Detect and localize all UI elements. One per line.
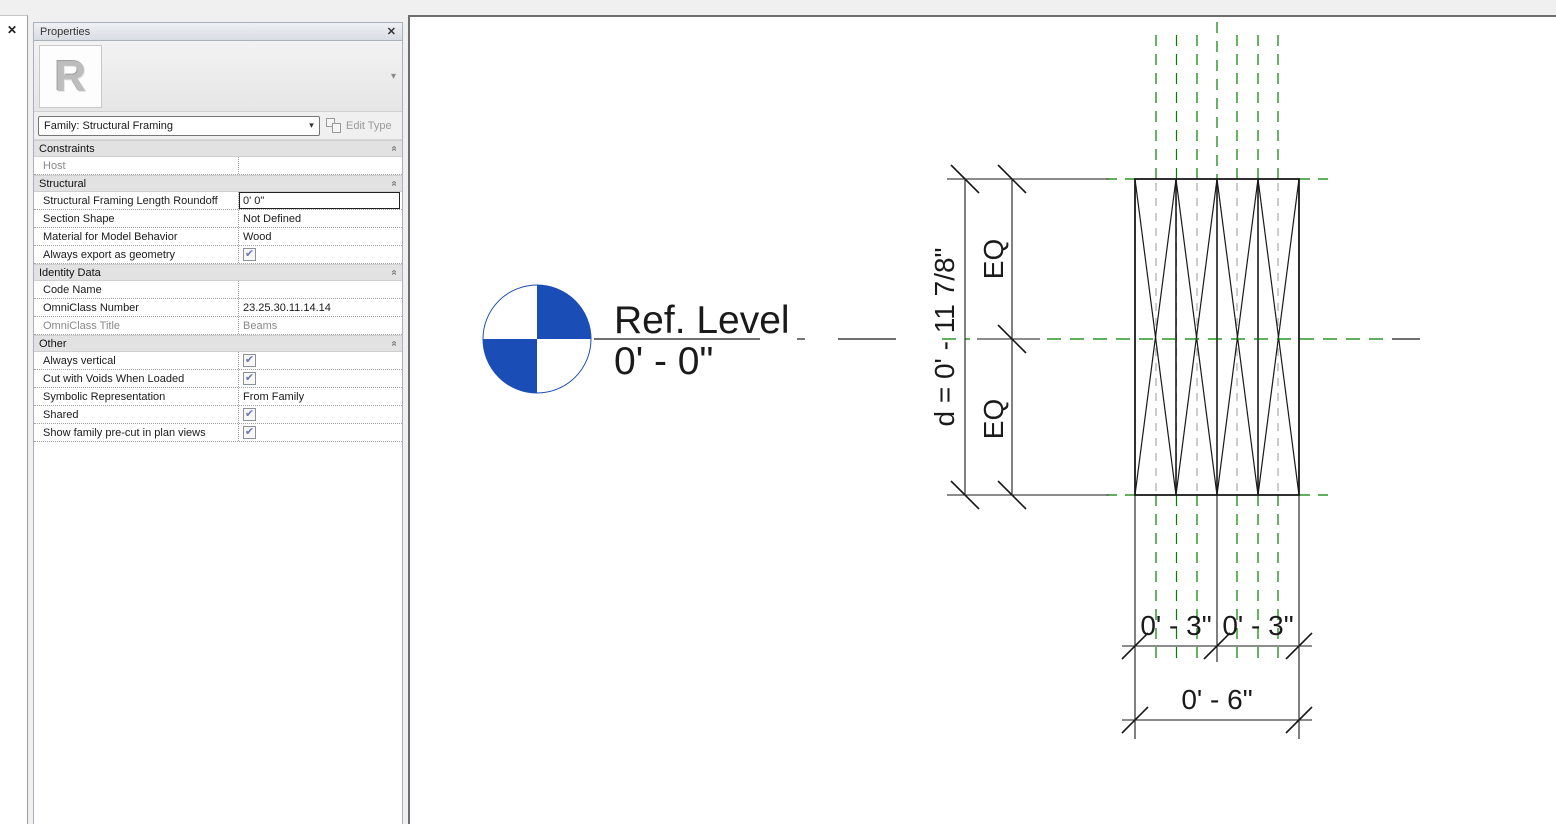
eq-bottom-text[interactable]: EQ bbox=[978, 399, 1009, 439]
property-row-length-roundoff[interactable]: Structural Framing Length Roundoff 0' 0" bbox=[34, 192, 402, 210]
property-row-always-vertical[interactable]: Always vertical ✔ bbox=[34, 352, 402, 370]
level-name-text[interactable]: Ref. Level bbox=[614, 299, 790, 342]
properties-panel: Properties ✕ R ▾ Family: Structural Fram… bbox=[33, 22, 403, 824]
close-icon[interactable]: ✕ bbox=[7, 23, 18, 37]
property-value bbox=[238, 281, 402, 298]
cross-bracing-diagonals bbox=[1134, 178, 1300, 496]
section-header-other[interactable]: Other » bbox=[34, 335, 402, 352]
collapsed-panel-strip: ✕ bbox=[0, 15, 28, 824]
type-preview-area: R ▾ bbox=[34, 41, 402, 112]
edit-type-label: Edit Type bbox=[346, 119, 392, 132]
checkbox-checked[interactable]: ✔ bbox=[243, 372, 256, 385]
property-row-cut-with-voids[interactable]: Cut with Voids When Loaded ✔ bbox=[34, 370, 402, 388]
collapse-icon[interactable]: » bbox=[388, 340, 400, 347]
width-right-text[interactable]: 0' - 3" bbox=[1222, 610, 1293, 641]
chevron-down-icon: ▾ bbox=[309, 120, 314, 130]
properties-title: Properties bbox=[40, 25, 91, 38]
chevron-down-icon[interactable]: ▾ bbox=[390, 71, 396, 82]
revit-logo-icon: R bbox=[54, 51, 87, 101]
section-header-structural[interactable]: Structural » bbox=[34, 175, 402, 192]
width-total-text[interactable]: 0' - 6" bbox=[1181, 684, 1252, 715]
family-thumbnail: R bbox=[39, 45, 102, 108]
dimension-ticks bbox=[1121, 632, 1313, 734]
collapse-icon[interactable]: » bbox=[388, 145, 400, 152]
edit-type-icon bbox=[326, 118, 342, 133]
dimension-ticks bbox=[950, 164, 980, 510]
level-head-icon[interactable] bbox=[482, 284, 592, 394]
width-left-text[interactable]: 0' - 3" bbox=[1140, 610, 1211, 641]
property-row-material-behavior[interactable]: Material for Model Behavior Wood bbox=[34, 228, 402, 246]
property-value: Wood bbox=[238, 228, 402, 245]
checkbox-checked[interactable]: ✔ bbox=[243, 408, 256, 421]
property-value: From Family bbox=[238, 388, 402, 405]
collapse-icon[interactable]: » bbox=[388, 269, 400, 276]
family-type-selector[interactable]: Family: Structural Framing ▾ bbox=[38, 115, 320, 136]
horizontal-reference-plane-stubs[interactable] bbox=[1106, 178, 1328, 496]
drawing-canvas[interactable]: Ref. Level 0' - 0" d = 0' - 11 7/8" EQ E… bbox=[408, 15, 1556, 824]
property-value: Not Defined bbox=[238, 210, 402, 227]
properties-titlebar[interactable]: Properties ✕ bbox=[34, 23, 402, 41]
eq-top-text[interactable]: EQ bbox=[978, 239, 1009, 279]
section-header-identity-data[interactable]: Identity Data » bbox=[34, 264, 402, 281]
property-value: 23.25.30.11.14.14 bbox=[238, 299, 402, 316]
value-edit-field[interactable]: 0' 0" bbox=[239, 192, 400, 209]
property-row-shared[interactable]: Shared ✔ bbox=[34, 406, 402, 424]
property-value bbox=[238, 157, 402, 174]
close-icon[interactable]: ✕ bbox=[386, 26, 396, 38]
dimension-ticks bbox=[997, 164, 1027, 510]
section-header-constraints[interactable]: Constraints » bbox=[34, 140, 402, 157]
checkbox-checked[interactable]: ✔ bbox=[243, 248, 256, 261]
width-dimensions[interactable]: 0' - 3" 0' - 3" 0' - 6" bbox=[1121, 495, 1313, 739]
property-row-symbolic-representation[interactable]: Symbolic Representation From Family bbox=[34, 388, 402, 406]
checkbox-checked[interactable]: ✔ bbox=[243, 426, 256, 439]
property-row-show-precut[interactable]: Show family pre-cut in plan views ✔ bbox=[34, 424, 402, 442]
depth-dimension[interactable]: d = 0' - 11 7/8" bbox=[929, 164, 1109, 510]
beam-section-geometry[interactable] bbox=[1134, 178, 1300, 496]
property-row-host[interactable]: Host bbox=[34, 157, 402, 175]
property-row-code-name[interactable]: Code Name bbox=[34, 281, 402, 299]
depth-dimension-text[interactable]: d = 0' - 11 7/8" bbox=[929, 248, 960, 427]
collapse-icon[interactable]: » bbox=[388, 180, 400, 187]
property-row-omniclass-title[interactable]: OmniClass Title Beams bbox=[34, 317, 402, 335]
property-row-always-export[interactable]: Always export as geometry ✔ bbox=[34, 246, 402, 264]
type-selector-row: Family: Structural Framing ▾ Edit Type bbox=[34, 112, 402, 140]
family-type-value: Family: Structural Framing bbox=[44, 119, 173, 132]
checkbox-checked[interactable]: ✔ bbox=[243, 354, 256, 367]
properties-grid: Constraints » Host Structural » Structur… bbox=[34, 140, 402, 442]
level-elevation-text[interactable]: 0' - 0" bbox=[614, 340, 713, 383]
vertical-reference-planes-below[interactable] bbox=[1155, 495, 1279, 660]
property-row-omniclass-number[interactable]: OmniClass Number 23.25.30.11.14.14 bbox=[34, 299, 402, 317]
property-value: Beams bbox=[238, 317, 402, 334]
edit-type-button[interactable]: Edit Type bbox=[326, 118, 392, 133]
family-elevation-view[interactable]: Ref. Level 0' - 0" d = 0' - 11 7/8" EQ E… bbox=[410, 17, 1556, 824]
vertical-reference-planes-above[interactable] bbox=[1155, 22, 1279, 179]
level-line[interactable]: Ref. Level 0' - 0" bbox=[482, 284, 1420, 394]
eq-dimension[interactable]: EQ EQ bbox=[977, 164, 1040, 510]
property-row-section-shape[interactable]: Section Shape Not Defined bbox=[34, 210, 402, 228]
